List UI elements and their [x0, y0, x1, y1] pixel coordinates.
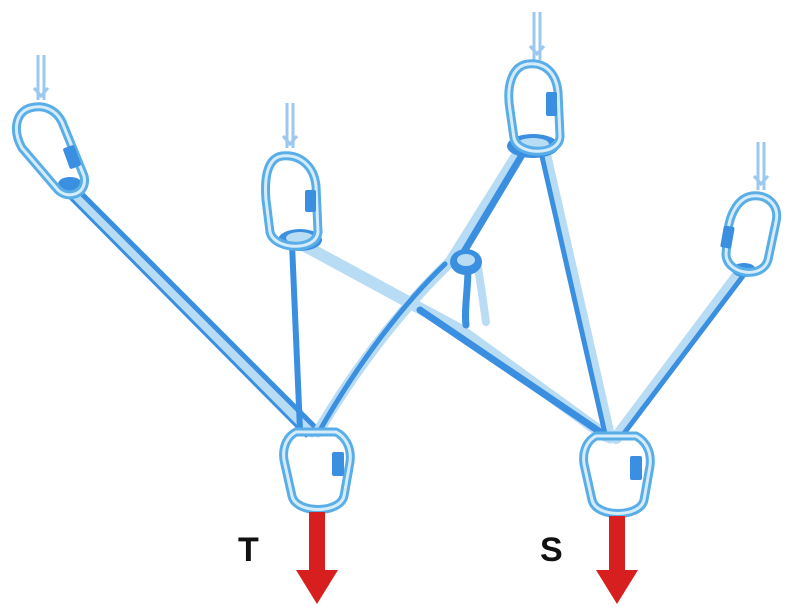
anchor-bolt-1 — [32, 55, 50, 100]
knot-tail — [461, 264, 472, 329]
anchor-bolts — [32, 12, 770, 190]
slings — [60, 144, 749, 444]
anchor-bolt-3 — [528, 12, 546, 60]
sling-anchor1-to-T — [60, 179, 318, 438]
sling-anchor2-to-T — [289, 241, 303, 433]
anchor-bolt-4 — [752, 142, 770, 190]
knot-anchor1 — [58, 177, 82, 191]
carabiner-anchor-2 — [261, 151, 323, 251]
load-label-t: T — [238, 531, 259, 569]
carabiners — [11, 59, 782, 518]
carabiner-anchor-1 — [11, 102, 89, 200]
load-arrows — [296, 512, 638, 604]
load-arrow-T — [296, 512, 338, 604]
carabiner-master-S — [579, 431, 655, 518]
anchor-bolt-2 — [281, 103, 299, 148]
knots — [58, 134, 756, 277]
load-arrow-S — [596, 516, 638, 604]
carabiner-master-T — [279, 427, 355, 514]
carabiner-anchor-3 — [504, 59, 565, 156]
sling-anchor3-to-S — [539, 146, 616, 444]
sling-anchor4-to-S — [610, 264, 748, 444]
load-label-s: S — [540, 531, 563, 569]
carabiner-anchor-4 — [720, 191, 782, 277]
